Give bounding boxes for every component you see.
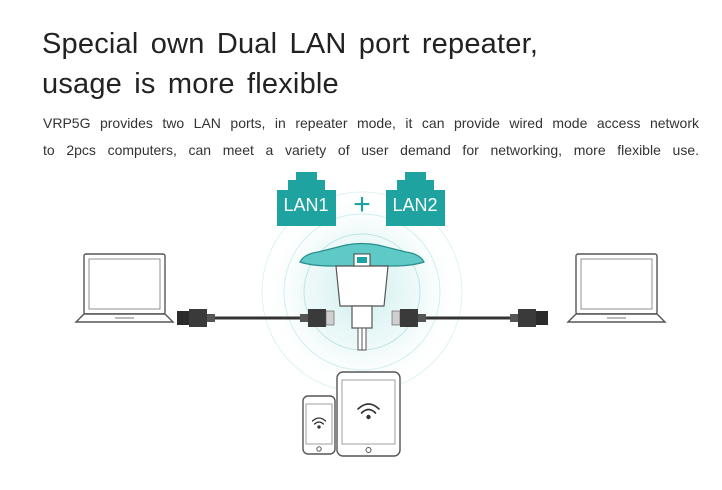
- tablet-icon: [336, 371, 401, 457]
- lan2-port-icon: LAN2: [386, 172, 445, 226]
- description-line-1: VRP5G provides two LAN ports, in repeate…: [43, 115, 699, 131]
- description-line-2: to 2pcs computers, can meet a variety of…: [43, 142, 699, 158]
- plus-sign: +: [353, 188, 371, 221]
- lan2-label: LAN2: [392, 195, 437, 215]
- title-line-2: usage is more flexible: [42, 68, 339, 100]
- repeater-device-icon: [299, 242, 425, 351]
- title-line-1: Special own Dual LAN port repeater,: [42, 28, 539, 60]
- lan1-label: LAN1: [283, 195, 328, 215]
- laptop-icon: [566, 253, 667, 323]
- ethernet-cable-icon: [177, 309, 335, 327]
- laptop-icon: [74, 253, 175, 323]
- ethernet-cable-icon: [391, 309, 548, 327]
- description: VRP5G provides two LAN ports, in repeate…: [43, 110, 699, 164]
- lan1-port-icon: LAN1: [277, 172, 336, 226]
- wifi-icon: [357, 403, 380, 420]
- smartphone-icon: [302, 395, 336, 455]
- page-title: Special own Dual LAN port repeater, usag…: [42, 24, 702, 104]
- wifi-icon: [311, 417, 327, 429]
